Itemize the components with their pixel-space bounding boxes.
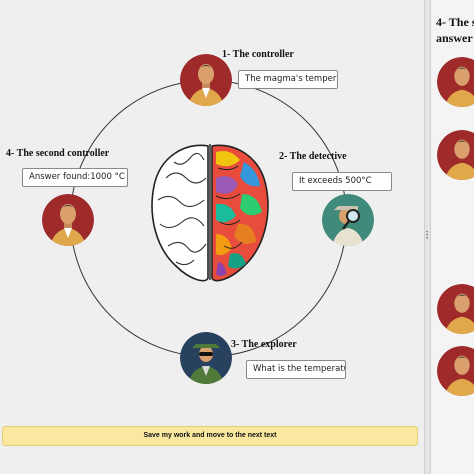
detective-avatar xyxy=(322,194,374,246)
explorer-label: 3- The explorer xyxy=(231,339,297,350)
main-panel: 1- The controller The magma's tempera 2-… xyxy=(2,49,418,446)
grip-icon: ••• xyxy=(426,230,429,242)
right-avatar-2 xyxy=(437,130,474,180)
explorer-avatar xyxy=(180,332,232,384)
explorer-answer-field[interactable]: What is the temperatu xyxy=(246,360,346,379)
second-controller-label: 4- The second controller xyxy=(6,148,110,159)
right-panel-title-line1: 4- The s xyxy=(436,15,474,29)
second-controller-answer-field[interactable]: Answer found:1000 °C xyxy=(22,168,128,187)
right-avatar-3 xyxy=(437,284,474,334)
controller-answer-field[interactable]: The magma's tempera xyxy=(238,70,338,89)
panel-resize-handle[interactable]: ••• xyxy=(424,0,431,474)
right-panel: 4- The s answer xyxy=(431,0,474,474)
right-avatar-4 xyxy=(437,346,474,396)
right-avatar-1 xyxy=(437,57,474,107)
save-and-next-button[interactable]: Save my work and move to the next text xyxy=(2,426,418,446)
controller-label: 1- The controller xyxy=(222,49,294,60)
right-panel-title: 4- The s answer xyxy=(436,14,474,46)
detective-answer-field[interactable]: It exceeds 500°C xyxy=(292,172,392,191)
detective-label: 2- The detective xyxy=(279,151,347,162)
controller-avatar xyxy=(180,54,232,106)
second-controller-avatar xyxy=(42,194,94,246)
right-panel-title-line2: answer xyxy=(436,31,473,45)
brain-illustration xyxy=(146,138,274,290)
